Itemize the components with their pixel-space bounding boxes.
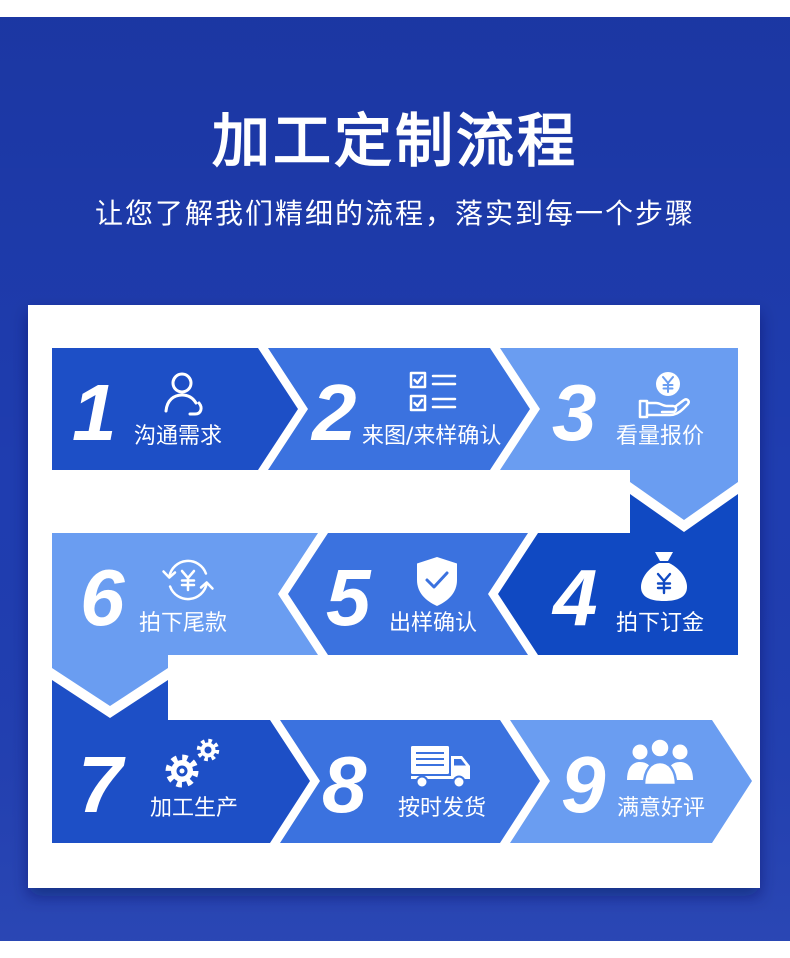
top-white-strip xyxy=(0,0,790,17)
yen-symbol xyxy=(662,376,674,393)
shield-check-icon xyxy=(417,557,457,606)
bottom-white-strip xyxy=(0,941,790,958)
yen-refresh-icon xyxy=(162,559,214,601)
yen-symbol xyxy=(656,572,672,595)
step-5-arrow-shape xyxy=(288,533,528,655)
step-2-label: 来图/来样确认 xyxy=(362,424,501,449)
step-7: 7 加工生产 xyxy=(52,680,310,843)
person-icon xyxy=(164,372,203,416)
step-2-arrow-shape xyxy=(268,348,530,470)
people-icon xyxy=(627,737,693,787)
step-6-number: 6 xyxy=(80,553,125,642)
step-3-number: 3 xyxy=(552,368,597,457)
money-bag-icon xyxy=(641,552,687,601)
step-8-number: 8 xyxy=(322,740,367,829)
step-3-arrow-shape xyxy=(500,348,738,520)
step-8-label: 按时发货 xyxy=(398,796,486,821)
step-8: 8 按时发货 xyxy=(280,720,540,843)
step-5-label: 出样确认 xyxy=(389,611,477,636)
step-4: 4 拍下订金 xyxy=(498,494,738,655)
step-8-arrow-shape xyxy=(280,720,540,843)
step-7-label: 加工生产 xyxy=(150,796,238,821)
step-7-number: 7 xyxy=(78,740,126,829)
step-9-label: 满意好评 xyxy=(617,796,705,821)
page-title: 加工定制流程 xyxy=(211,107,578,175)
step-3: 3 看量报价 xyxy=(500,348,738,520)
step-3-label: 看量报价 xyxy=(616,424,704,449)
step-1: 1 沟通需求 xyxy=(52,348,298,470)
step-4-arrow-shape xyxy=(498,494,738,655)
page-subtitle: 让您了解我们精细的流程，落实到每一个步骤 xyxy=(94,197,695,230)
step-1-arrow-shape xyxy=(52,348,298,470)
step-4-number: 4 xyxy=(551,553,598,642)
step-2: 2 来图/来样确认 xyxy=(268,348,530,470)
step-6: 6 拍下尾款 xyxy=(52,533,318,706)
checklist-icon xyxy=(409,371,457,412)
step-6-arrow-shape xyxy=(52,533,318,706)
step-1-number: 1 xyxy=(72,368,117,457)
step-9: 9 满意好评 xyxy=(510,720,752,843)
step-9-number: 9 xyxy=(561,740,606,829)
gears-icon xyxy=(165,738,220,788)
step-5-number: 5 xyxy=(326,553,372,642)
step-2-number: 2 xyxy=(310,368,357,457)
truck-icon xyxy=(411,746,470,789)
step-1-label: 沟通需求 xyxy=(134,424,222,449)
step-4-label: 拍下订金 xyxy=(616,611,704,636)
step-9-arrow-shape xyxy=(510,720,752,843)
process-flow: 1 沟通需求 2 来图/来样确认 3 xyxy=(52,348,752,843)
step-5: 5 出样确认 xyxy=(288,533,528,655)
step-6-label: 拍下尾款 xyxy=(139,611,227,636)
money-hand-icon xyxy=(638,372,690,419)
